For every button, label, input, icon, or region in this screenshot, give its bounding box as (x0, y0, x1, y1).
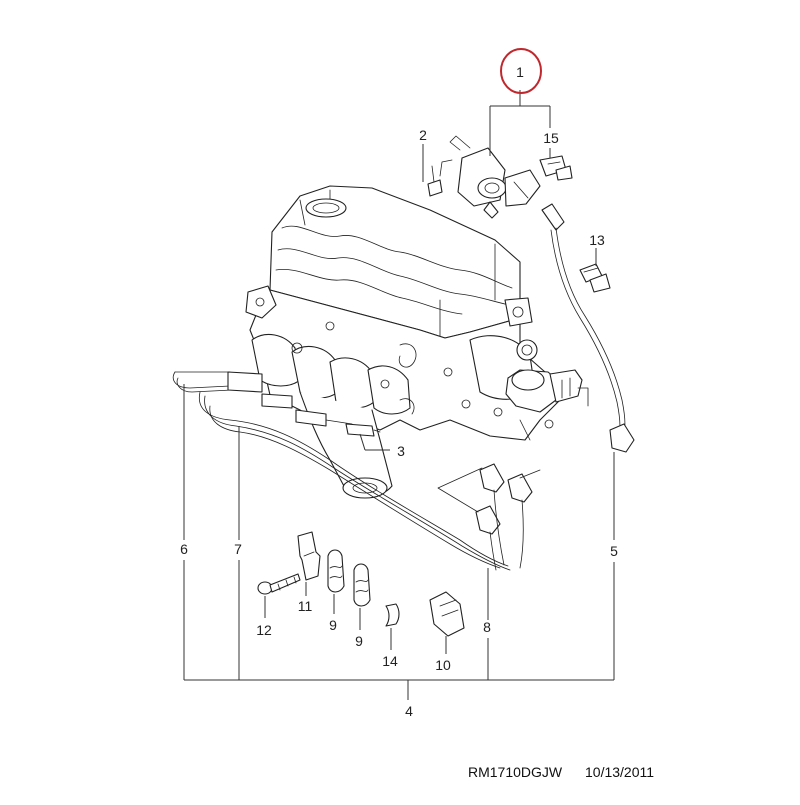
callout-2: 2 (419, 127, 427, 143)
callout-9a: 9 (329, 617, 337, 633)
callout-10: 10 (435, 657, 451, 673)
callout-4: 4 (405, 703, 413, 719)
diagram-code: RM1710DGJW (468, 764, 563, 780)
callout-8: 8 (483, 619, 491, 635)
bolt-part-2 (427, 165, 443, 197)
callout-3: 3 (397, 443, 405, 459)
clip-part-9a (327, 549, 345, 593)
leader-lines (183, 90, 615, 700)
callout-7: 7 (234, 541, 242, 557)
bracket-part-15 (539, 155, 573, 181)
coil-lead-part-5 (541, 203, 635, 453)
callout-6: 6 (180, 541, 188, 557)
callout-9b: 9 (355, 633, 363, 649)
highlight-ring (500, 48, 542, 94)
clip-part-14 (385, 603, 400, 627)
callout-15: 15 (543, 130, 559, 146)
holder-part-10 (429, 591, 465, 637)
spark-plug-wires (172, 371, 541, 571)
callout-12: 12 (256, 622, 272, 638)
callout-11: 11 (298, 598, 313, 614)
callout-1: 1 (516, 64, 524, 80)
engine-block (245, 185, 561, 499)
callout-14: 14 (382, 653, 398, 669)
callout-13: 13 (589, 232, 605, 248)
callout-5: 5 (610, 543, 618, 559)
distributor (505, 369, 589, 413)
ignition-coil (439, 135, 541, 219)
bolt-part-12 (257, 573, 301, 595)
clip-part-13 (579, 263, 611, 293)
clip-part-11 (297, 531, 321, 581)
clip-part-9b (353, 563, 371, 607)
diagram-date: 10/13/2011 (585, 764, 654, 780)
